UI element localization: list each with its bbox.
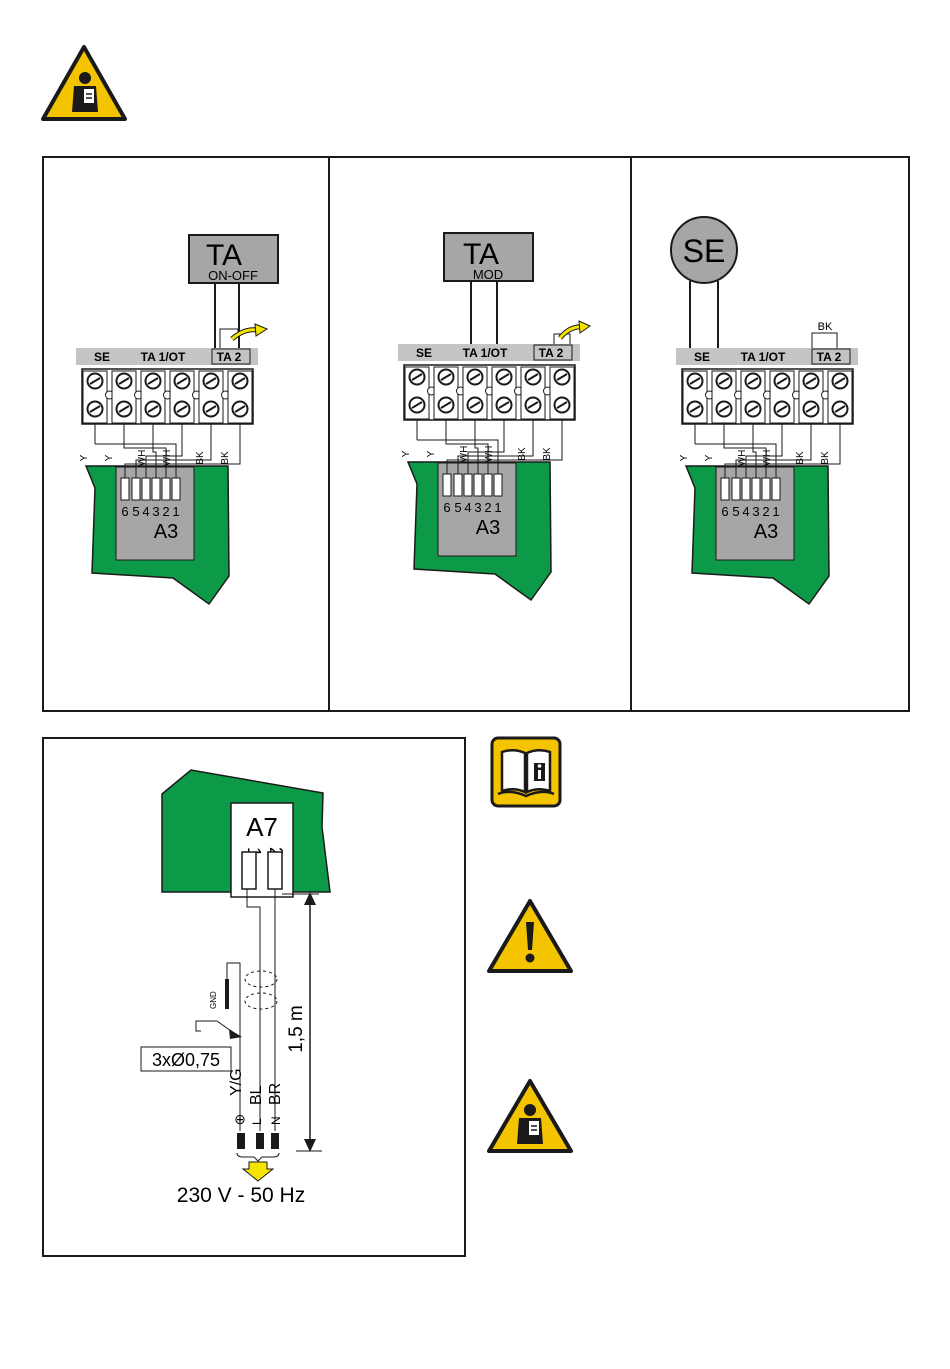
connector-pin — [172, 478, 180, 500]
connector-pin — [474, 474, 482, 496]
connector-pin — [742, 478, 750, 500]
connector-pin — [142, 478, 150, 500]
terminal-label-ta1: TA 1/OT — [463, 346, 508, 360]
wire-label: Y — [426, 450, 437, 457]
pin-number: 5 — [132, 504, 139, 519]
supply-arrow — [243, 1162, 273, 1181]
connector-label: A3 — [476, 517, 500, 539]
connector-pin — [132, 478, 140, 500]
terminal-l — [256, 1133, 264, 1149]
wire-label: Y — [679, 454, 690, 461]
pin-number: 2 — [484, 500, 491, 515]
pin-number: 5 — [732, 504, 739, 519]
terminal-l-label: L — [250, 1118, 264, 1125]
connector-label: A3 — [154, 521, 178, 543]
wire-label: BK — [220, 451, 231, 465]
pin-number: 2 — [162, 504, 169, 519]
pin-number: 3 — [752, 504, 759, 519]
pin-number: 6 — [443, 500, 450, 515]
wire-label-bl: BL — [248, 1085, 265, 1105]
connector-pin — [752, 478, 760, 500]
terminal-label-ta2: TA 2 — [817, 350, 842, 364]
person-hazard-icon — [486, 1078, 574, 1154]
terminal-label-se: SE — [694, 350, 710, 364]
wire-label: BK — [195, 451, 206, 465]
terminal-n-label: N — [269, 1116, 283, 1125]
connector-pin — [443, 474, 451, 496]
terminal-label-ta2: TA 2 — [539, 346, 564, 360]
power-supply-diagram: A7 1 2 GND 3xØ0,75 1,5 m ⊕ Y/G BL BR L N… — [44, 739, 464, 1255]
exclamation-warning-icon — [486, 898, 574, 974]
connector-pin — [152, 478, 160, 500]
wire-label: Y — [104, 454, 115, 461]
connector-pin — [762, 478, 770, 500]
pin-number: 3 — [474, 500, 481, 515]
connector-pin — [772, 478, 780, 500]
wire-label: BK — [820, 451, 831, 465]
device-title: SE — [683, 233, 726, 269]
cable-label: 3xØ0,75 — [152, 1050, 220, 1070]
pin-number: 3 — [152, 504, 159, 519]
connector-pin — [162, 478, 170, 500]
connector-pin — [721, 478, 729, 500]
pin-slot — [242, 852, 256, 889]
pin-number: 2 — [762, 504, 769, 519]
length-label: 1,5 m — [286, 1005, 307, 1053]
terminal-n — [271, 1133, 279, 1149]
pin-number: 6 — [121, 504, 128, 519]
wire-label: BK — [542, 447, 553, 461]
read-manual-icon — [490, 736, 562, 808]
connector-pin — [121, 478, 129, 500]
wire-label-br: BR — [267, 1083, 284, 1105]
connector-pin — [464, 474, 472, 496]
device-subtitle: MOD — [473, 267, 503, 282]
terminal-label-se: SE — [416, 346, 432, 360]
pin-number: 1 — [494, 500, 501, 515]
connector-label: A3 — [754, 521, 778, 543]
pin-number: 4 — [464, 500, 471, 515]
wire-label: Y — [401, 450, 412, 457]
connector-pin — [732, 478, 740, 500]
pin-number: 1 — [772, 504, 779, 519]
terminal-pe — [237, 1133, 245, 1149]
pin-number: 1 — [172, 504, 179, 519]
terminal-label-ta1: TA 1/OT — [741, 350, 786, 364]
wire-label-yg: Y/G — [228, 1068, 245, 1096]
wire-label: BK — [795, 451, 806, 465]
wire-label: Y — [704, 454, 715, 461]
pin-number: 4 — [742, 504, 749, 519]
pin-number: 6 — [721, 504, 728, 519]
board-label: A7 — [246, 812, 278, 842]
terminal-label-se: SE — [94, 350, 110, 364]
pin-slot — [268, 852, 282, 889]
connector-pin — [454, 474, 462, 496]
connector-pin — [494, 474, 502, 496]
pin-number: 5 — [454, 500, 461, 515]
earth-symbol: ⊕ — [234, 1111, 246, 1127]
terminal-label-ta1: TA 1/OT — [141, 350, 186, 364]
device-subtitle: ON-OFF — [208, 268, 258, 283]
jumper-label: BK — [818, 321, 833, 333]
supply-label: 230 V - 50 Hz — [177, 1184, 305, 1207]
jumper-remove-arrow — [232, 330, 258, 339]
person-hazard-icon — [40, 44, 128, 122]
wire-label: Y — [79, 454, 90, 461]
wire-label: BK — [517, 447, 528, 461]
connector-pin — [484, 474, 492, 496]
terminal-label-ta2: TA 2 — [217, 350, 242, 364]
gnd-label: GND — [209, 991, 218, 1009]
pin-number: 4 — [142, 504, 149, 519]
